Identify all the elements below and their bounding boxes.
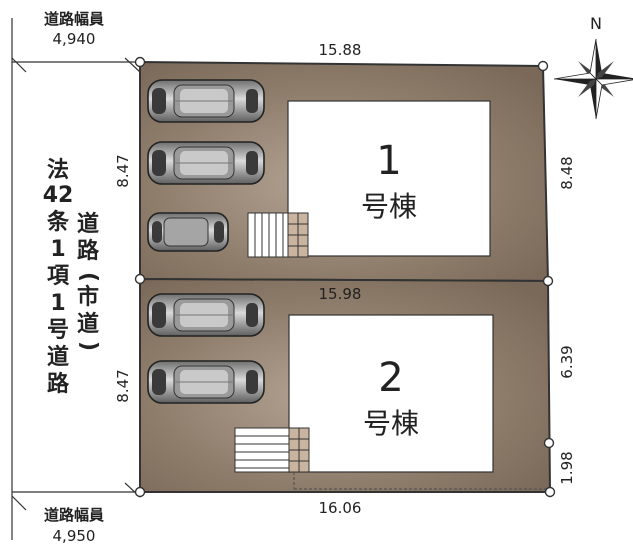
road-vertical-left: 法 42 条 1 項 1 号 道 路	[43, 158, 74, 397]
corner-markers	[134, 56, 556, 498]
dim-middle: 15.98	[319, 285, 362, 303]
drain-path	[293, 472, 548, 490]
road-char: 市	[77, 284, 99, 310]
road-char: 項	[47, 264, 70, 289]
road-char: 路	[47, 371, 70, 397]
road-char: 道	[77, 311, 99, 337]
road-lines	[11, 18, 141, 540]
house-2	[288, 314, 494, 473]
road-top-width: 4,940	[53, 30, 96, 48]
dim-left-upper: 8.47	[114, 154, 132, 187]
road-char: 道	[47, 344, 69, 370]
road-char: 42	[43, 183, 74, 208]
dim-right-upper: 8.48	[558, 156, 576, 189]
road-char: 法	[47, 158, 69, 183]
compass-north-label: N	[590, 14, 602, 33]
house-1	[287, 100, 491, 257]
dim-top: 15.88	[319, 41, 362, 59]
compass-rose-icon	[553, 38, 633, 120]
steps-1	[247, 212, 309, 258]
lot-2-number: 2	[378, 355, 403, 401]
lot-2-name: 号棟	[363, 407, 419, 440]
lot-1-name: 号棟	[361, 190, 417, 223]
parking-car-4	[147, 293, 265, 337]
dim-bottom: 16.06	[319, 499, 362, 517]
road-bottom-width: 4,950	[53, 527, 96, 545]
dim-right-mid: 6.39	[558, 345, 576, 378]
road-char: (	[76, 272, 101, 282]
road-top-label: 道路幅員	[44, 10, 104, 28]
road-bottom-label: 道路幅員	[44, 506, 104, 524]
parking-car-2	[147, 141, 265, 185]
road-char: )	[76, 341, 101, 351]
road-char: 条	[46, 209, 70, 235]
parking-car-3	[147, 212, 229, 252]
parking-car-1	[147, 79, 265, 123]
dim-right-low: 1.98	[558, 451, 576, 484]
road-char: 1	[50, 237, 65, 262]
dim-left-lower: 8.47	[114, 369, 132, 402]
parking-car-5	[147, 360, 265, 404]
road-char: 1	[50, 291, 65, 316]
road-char: 道	[77, 211, 99, 237]
steps-2	[234, 427, 310, 473]
road-vertical-right: 道 路 ( 市 道 )	[76, 211, 101, 351]
lot-1-number: 1	[376, 138, 401, 184]
road-char: 号	[47, 318, 69, 343]
road-char: 路	[77, 238, 100, 264]
